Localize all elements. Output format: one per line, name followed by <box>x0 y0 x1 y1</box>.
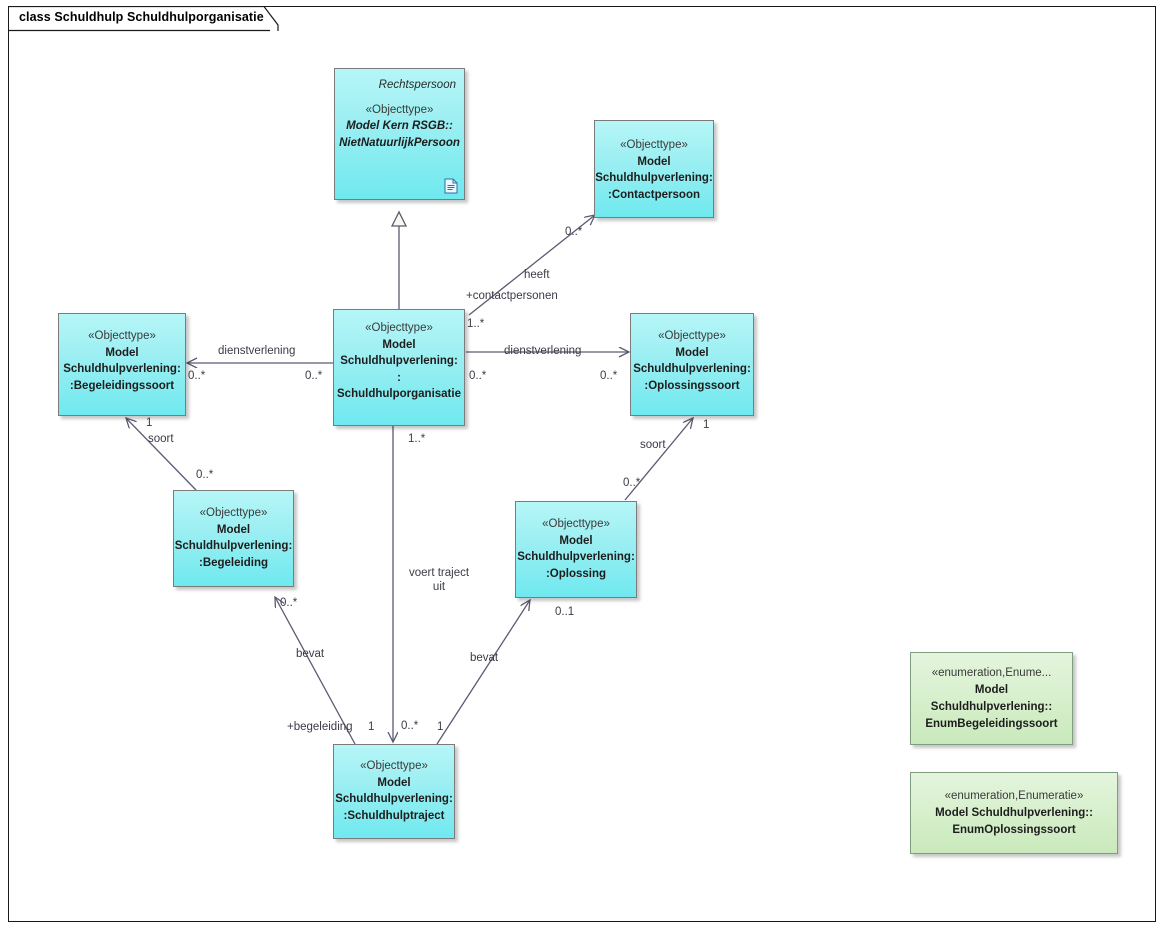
class-stereotype: «Objecttype» <box>365 322 433 334</box>
class-stereotype: «Objecttype» <box>360 760 428 772</box>
class-name-line-2: Schuldhulpverlening: <box>340 355 458 367</box>
label-dienstverlening-right: dienstverlening <box>504 345 582 357</box>
class-name-line-2: Schuldhulpverlening: <box>63 363 181 375</box>
mult-traject-voert: 0..* <box>401 720 419 732</box>
class-name-line-2: Schuldhulpverlening: <box>335 793 453 805</box>
class-stereotype: «Objecttype» <box>658 330 726 342</box>
label-soort-right: soort <box>640 439 666 451</box>
class-stereotype: «Objecttype» <box>88 330 156 342</box>
enumeration-enumbegeleidingssoort[interactable]: «enumeration,Enume... Model Schuldhulpve… <box>910 652 1073 745</box>
mult-begeleidingssoort-soort: 1 <box>146 417 153 429</box>
class-name-line-2: Schuldhulpverlening: <box>517 551 635 563</box>
class-name-line-1: Model <box>105 346 139 359</box>
mult-organisatie-dienstverlening-right: 0..* <box>469 370 487 382</box>
class-name-line-2: Schuldhulpverlening: <box>595 172 713 184</box>
enum-stereotype: «enumeration,Enume... <box>931 666 1052 679</box>
class-oplossing[interactable]: «Objecttype» Model Schuldhulpverlening: … <box>515 501 637 598</box>
label-voert-traject-uit-line-2: uit <box>432 581 446 593</box>
mult-oplossing-soort: 0..* <box>623 477 641 489</box>
class-name-line-2: Schuldhulpverlening: <box>633 363 751 375</box>
label-bevat-left: bevat <box>296 648 325 660</box>
label-bevat-right: bevat <box>470 652 499 664</box>
label-heeft: heeft <box>524 269 550 281</box>
class-name-line-3: : <box>397 371 401 384</box>
label-voert-traject-uit: voert traject uit <box>401 566 477 594</box>
label-voert-traject-uit-line-1: voert traject <box>408 567 470 579</box>
class-begeleidingssoort[interactable]: «Objecttype» Model Schuldhulpverlening: … <box>58 313 186 416</box>
class-name-line-1: Model Kern RSGB:: <box>346 120 453 132</box>
label-dienstverlening-left: dienstverlening <box>218 345 296 357</box>
mult-organisatie-heeft: 1..* <box>467 318 485 330</box>
class-contactpersoon[interactable]: «Objecttype» Model Schuldhulpverlening: … <box>594 120 714 218</box>
class-name-line-1: Model <box>216 523 251 536</box>
class-name-line-3: :Schuldhulptraject <box>343 809 445 822</box>
class-schuldhulporganisatie[interactable]: «Objecttype» Model Schuldhulpverlening: … <box>333 309 465 426</box>
class-name-line-3: :Begeleiding <box>198 556 268 569</box>
mult-oplossingssoort-dienstverlening: 0..* <box>600 370 618 382</box>
class-stereotype: «Objecttype» <box>365 103 434 116</box>
mult-traject-bevat-right: 1 <box>437 721 444 733</box>
diagram-title: class Schuldhulp Schuldhulporganisatie <box>19 10 264 24</box>
mult-begeleidingssoort-dienstverlening: 0..* <box>188 370 206 382</box>
mult-traject-bevat-left: 1 <box>368 721 375 733</box>
class-oplossingssoort[interactable]: «Objecttype» Model Schuldhulpverlening: … <box>630 313 754 416</box>
class-name-line-1: Model <box>559 534 593 547</box>
mult-begeleiding-bevat: 0..* <box>280 597 298 609</box>
label-soort-left: soort <box>148 433 174 445</box>
diagram-frame <box>8 6 1156 922</box>
class-name-line-3: :Contactpersoon <box>608 188 700 201</box>
enum-name-line-2: EnumOplossingssoort <box>952 823 1076 836</box>
label-role-begeleiding: +begeleiding <box>287 721 353 733</box>
class-name-line-2: NietNatuurlijkPersoon <box>339 136 460 149</box>
enum-name-line-3: EnumBegeleidingssoort <box>925 717 1058 730</box>
document-icon <box>444 178 458 194</box>
diagram-frame-tab <box>8 6 283 32</box>
class-rechtspersoon[interactable]: Rechtspersoon «Objecttype» Model Kern RS… <box>334 68 465 200</box>
class-stereotype: «Objecttype» <box>199 507 268 519</box>
class-stereotype: «Objecttype» <box>620 139 688 151</box>
enum-stereotype: «enumeration,Enumeratie» <box>944 789 1084 802</box>
class-schuldhulptraject[interactable]: «Objecttype» Model Schuldhulpverlening: … <box>333 744 455 839</box>
enum-name-line-2: Schuldhulpverlening:: <box>930 700 1053 713</box>
class-name-line-1: Model <box>382 338 416 351</box>
mult-organisatie-dienstverlening-left: 0..* <box>305 370 323 382</box>
class-begeleiding[interactable]: «Objecttype» Model Schuldhulpverlening: … <box>173 490 294 587</box>
enum-name-line-1: Model <box>974 683 1009 696</box>
class-name-line-2: Schuldhulpverlening: <box>174 540 293 552</box>
mult-oplossing-bevat: 0..1 <box>555 606 575 618</box>
mult-organisatie-traject: 1..* <box>408 433 426 445</box>
class-name-line-3: :Oplossingssoort <box>644 379 740 392</box>
enum-name-line-1: Model Schuldhulpverlening:: <box>935 806 1093 819</box>
class-title-rechtspersoon: Rechtspersoon <box>378 79 456 91</box>
mult-oplossingssoort-soort: 1 <box>703 419 710 431</box>
class-name-line-1: Model <box>377 776 411 789</box>
class-name-line-1: Model <box>637 155 671 168</box>
mult-begeleiding-soort: 0..* <box>196 469 214 481</box>
mult-contactpersoon-heeft: 0..* <box>565 226 583 238</box>
label-role-contactpersonen: +contactpersonen <box>466 290 558 302</box>
class-stereotype: «Objecttype» <box>542 518 610 530</box>
class-name-line-1: Model <box>675 346 709 359</box>
enumeration-enumoplossingssoort[interactable]: «enumeration,Enumeratie» Model Schuldhul… <box>910 772 1118 854</box>
class-name-line-4: Schuldhulporganisatie <box>337 388 461 400</box>
class-name-line-3: :Begeleidingssoort <box>69 379 175 392</box>
class-name-line-3: :Oplossing <box>545 567 607 580</box>
